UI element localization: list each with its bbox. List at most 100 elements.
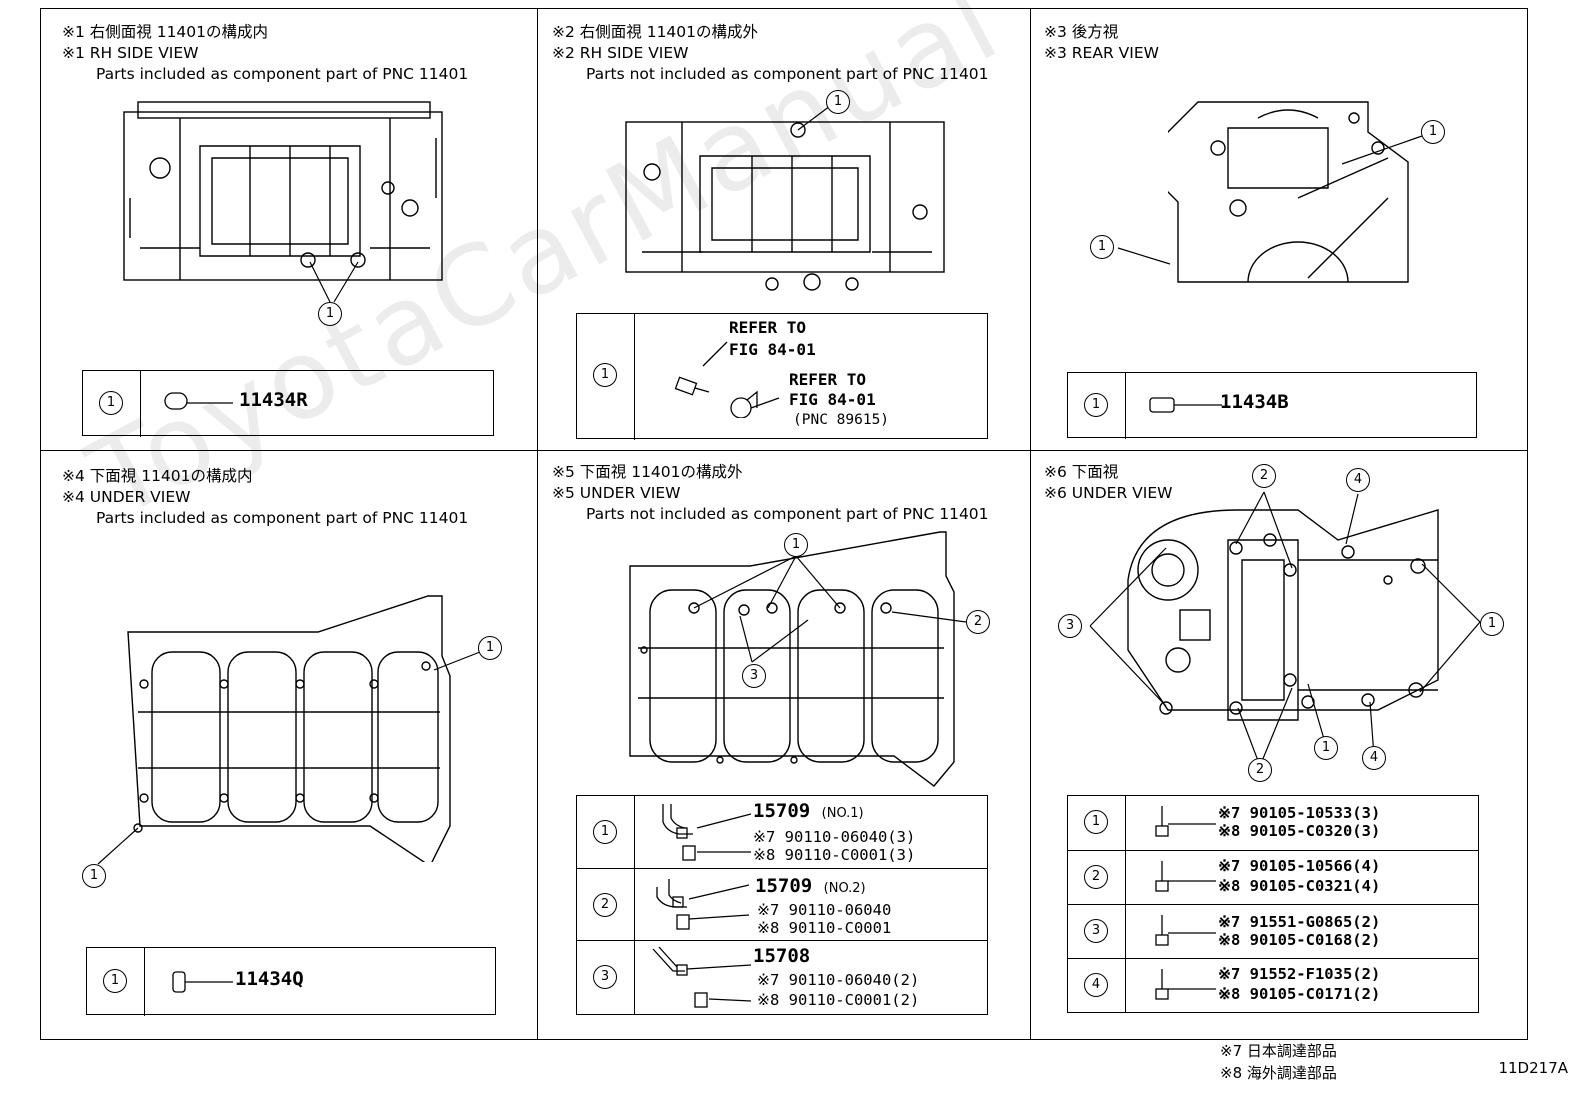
callout-3: 3: [742, 664, 766, 688]
part-number: 15708: [753, 945, 811, 967]
bolt-icon: [1155, 861, 1216, 892]
panel-header: ※4 下面視 11401の構成内 ※4 UNDER VIEW Parts inc…: [62, 466, 468, 529]
header-sub: Parts not included as component part of …: [586, 505, 989, 523]
bolt-number: ※8 90105-C0171(2): [1218, 985, 1381, 1003]
leader-lines: [693, 555, 967, 663]
row-number: 1: [593, 820, 617, 844]
refer-pnc: (PNC 89615): [793, 412, 890, 428]
header-jp: ※1 右側面視 11401の構成内: [62, 23, 269, 41]
oil-jet-icon: [656, 879, 750, 930]
table-row: 1 11434B: [1068, 373, 1476, 439]
pin-icon: [164, 392, 233, 410]
row-number: 3: [1084, 919, 1108, 943]
divider: [40, 450, 1528, 451]
refer-text: FIG 84-01: [789, 390, 876, 409]
bolt-number: ※7 90110-06040: [757, 901, 892, 919]
bolt-number: ※7 90110-06040(2): [757, 971, 920, 989]
callout-4: 4: [1346, 468, 1370, 492]
part-number: 11434B: [1220, 391, 1289, 413]
figure-id: 11D217A: [1498, 1059, 1568, 1077]
table-row: 2 15709 (NO.2) ※7 90110-06040 ※8 90110-C…: [577, 868, 987, 940]
bolt-number: ※7 91551-G0865(2): [1218, 913, 1381, 931]
divider: [537, 8, 538, 1040]
footnote: ※8 海外調達部品: [1220, 1064, 1337, 1082]
part-number: 15709 (NO.1): [753, 800, 864, 822]
pin-icon: [1149, 397, 1222, 413]
bolt-number: ※7 90105-10533(3): [1218, 804, 1381, 822]
callout-4: 4: [1362, 746, 1386, 770]
row-number: 1: [103, 969, 127, 993]
oil-jet-icon: [662, 804, 752, 861]
refer-text: FIG 84-01: [729, 340, 816, 359]
bolt-number: ※8 90110-C0001: [757, 919, 892, 937]
header-jp: ※4 下面視 11401の構成内: [62, 467, 253, 485]
bolt-icon: [1155, 969, 1216, 1000]
parts-table: 1 15709 (NO.1) ※7 90110-06040(3) ※8 9011…: [576, 795, 988, 1015]
callout-1: 1: [784, 533, 808, 557]
table-row: 4 ※7 91552-F1035(2) ※8 90105-C0171(2): [1068, 958, 1478, 1012]
callout-1: 1: [1314, 736, 1338, 760]
bolt-and-clip-icon: [674, 341, 780, 418]
refer-text: REFER TO: [789, 370, 867, 389]
table-row: 1 11434Q: [87, 948, 495, 1016]
callout-3: 3: [1058, 614, 1082, 638]
engine-block-under-drawing: [124, 592, 454, 862]
engine-block-rh-side-drawing: [622, 112, 952, 302]
divider: [1030, 8, 1031, 1040]
panel-header: ※1 右側面視 11401の構成内 ※1 RH SIDE VIEW Parts …: [62, 22, 468, 85]
table-row: 2 ※7 90105-10566(4) ※8 90105-C0321(4): [1068, 850, 1478, 904]
part-number: 11434R: [239, 389, 308, 411]
row-number: 1: [593, 363, 617, 387]
part-number: 11434Q: [235, 968, 304, 990]
table-row: 1 REFER TO FIG 84-01 REFER TO FIG 84-01 …: [577, 314, 987, 440]
header-sub: Parts not included as component part of …: [586, 65, 989, 83]
leader-lines: [309, 261, 359, 303]
row-number: 4: [1084, 973, 1108, 997]
row-number: 1: [1084, 810, 1108, 834]
engine-block-under-drawing: [626, 530, 956, 792]
table-row: 1 15709 (NO.1) ※7 90110-06040(3) ※8 9011…: [577, 796, 987, 868]
header-en: ※1 RH SIDE VIEW: [62, 44, 199, 62]
bolt-number: ※7 90110-06040(3): [753, 828, 916, 846]
callout-1: 1: [826, 90, 850, 114]
callout-1: 1: [1090, 235, 1114, 259]
row-number: 1: [99, 391, 123, 415]
part-number: 15709 (NO.2): [755, 875, 866, 897]
leader-lines: [797, 105, 831, 131]
leader-lines: [1117, 135, 1423, 265]
header-sub: Parts included as component part of PNC …: [96, 65, 469, 83]
callout-2: 2: [1248, 758, 1272, 782]
header-jp: ※2 右側面視 11401の構成外: [552, 23, 759, 41]
parts-table: 1 ※7 90105-10533(3) ※8 90105-C0320(3) 2 …: [1067, 795, 1479, 1013]
refer-text: REFER TO: [729, 318, 807, 337]
pin-icon: [172, 971, 233, 993]
panel-header: ※5 下面視 11401の構成外 ※5 UNDER VIEW Parts not…: [552, 462, 989, 525]
parts-table: 1 REFER TO FIG 84-01 REFER TO FIG 84-01 …: [576, 313, 988, 440]
parts-table: 1 11434R: [82, 370, 494, 437]
bolt-number: ※8 90110-C0001(3): [753, 846, 916, 864]
engine-block-rh-side-drawing: [120, 98, 450, 338]
engine-block-under-drawing: [1118, 500, 1448, 750]
bolt-icon: [1155, 806, 1216, 837]
callout-2: 2: [1252, 464, 1276, 488]
header-en: ※5 UNDER VIEW: [552, 484, 681, 502]
callout-2: 2: [966, 610, 990, 634]
panel-header: ※3 後方視 ※3 REAR VIEW: [1044, 22, 1159, 64]
diagram-frame: [40, 8, 1528, 1040]
bolt-icon: [1155, 915, 1216, 946]
table-row: 1 ※7 90105-10533(3) ※8 90105-C0320(3): [1068, 796, 1478, 850]
leader-lines: [1089, 491, 1481, 767]
oil-jet-icon: [652, 946, 752, 1008]
row-number: 2: [1084, 865, 1108, 889]
header-sub: Parts included as component part of PNC …: [96, 509, 469, 527]
callout-1: 1: [478, 636, 502, 660]
bolt-number: ※8 90105-C0320(3): [1218, 822, 1381, 840]
bolt-number: ※8 90105-C0321(4): [1218, 877, 1381, 895]
footnote: ※7 日本調達部品: [1220, 1042, 1337, 1060]
parts-table: 1 11434Q: [86, 947, 496, 1016]
panel-header: ※2 右側面視 11401の構成外 ※2 RH SIDE VIEW Parts …: [552, 22, 989, 85]
header-jp: ※3 後方視: [1044, 23, 1119, 41]
callout-1: 1: [318, 302, 342, 326]
table-row: 3 15708 ※7 90110-06040(2) ※8 90110-C0001…: [577, 940, 987, 1014]
header-jp: ※6 下面視: [1044, 463, 1119, 481]
